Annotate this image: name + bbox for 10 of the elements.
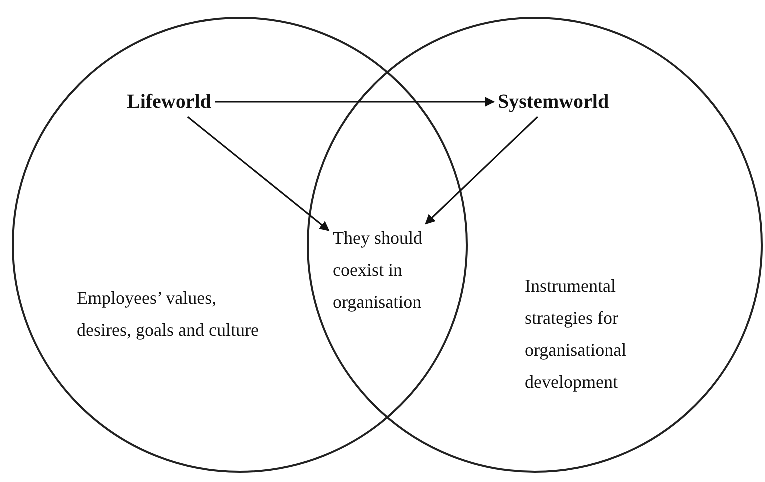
circle bbox=[307, 17, 763, 473]
circle bbox=[12, 17, 468, 473]
text: Employees’ values, desires, goals and culture bbox=[77, 282, 272, 346]
text: Instrumental strategies for organisational development bbox=[525, 270, 685, 398]
heading: Systemworld bbox=[498, 91, 628, 114]
arrow bbox=[187, 116, 330, 232]
text: They should coexist in organisation bbox=[333, 222, 463, 318]
heading: Lifeworld bbox=[127, 91, 242, 114]
arrow bbox=[215, 97, 495, 107]
arrow bbox=[425, 116, 538, 225]
